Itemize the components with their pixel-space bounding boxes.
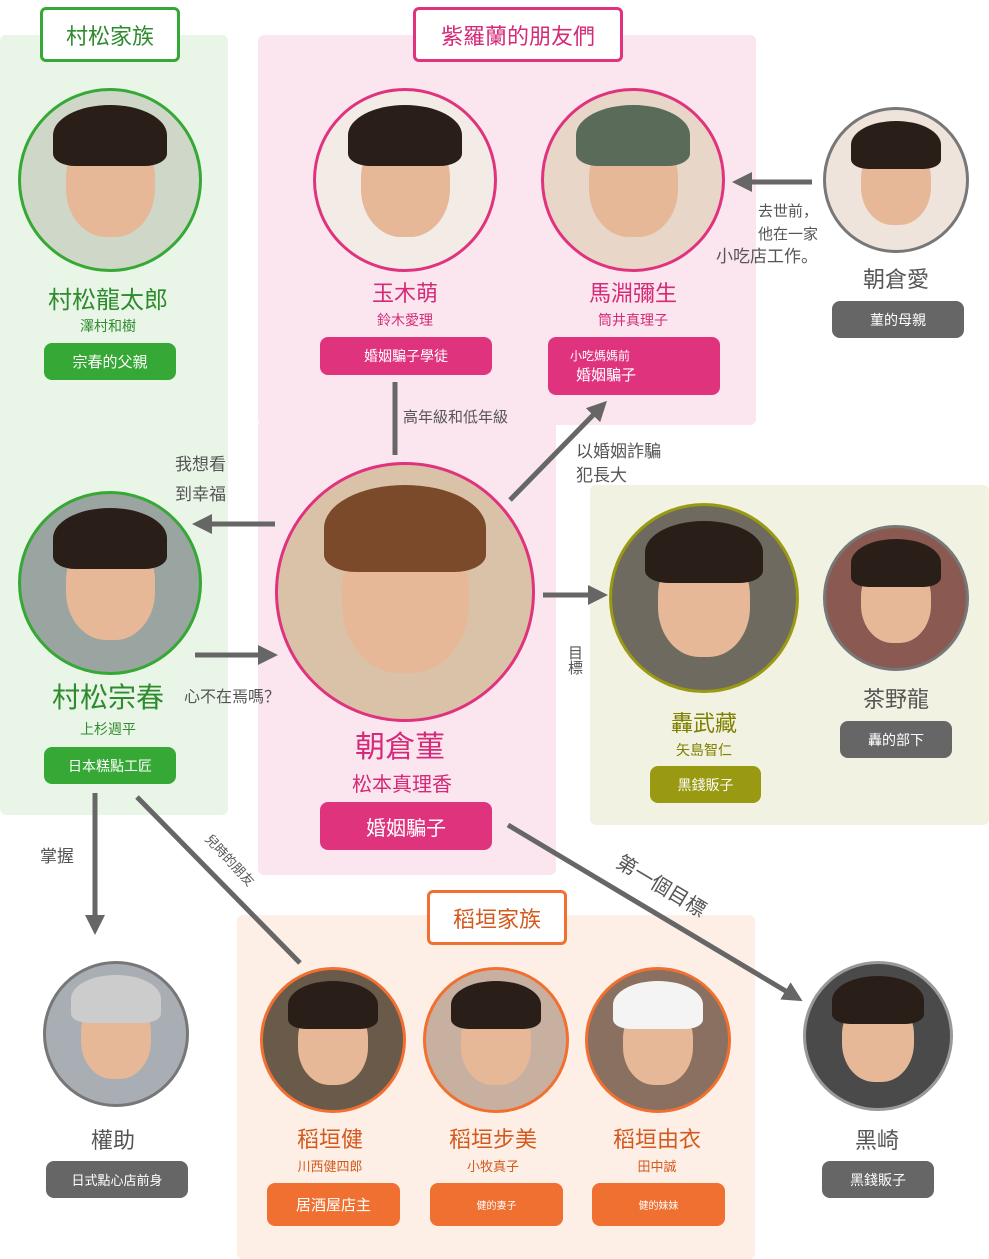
label-line: 到幸福 bbox=[175, 485, 226, 505]
label-muneharu-gonsuke: 掌握 bbox=[40, 847, 74, 867]
portrait-todoroki[interactable] bbox=[609, 503, 799, 693]
portrait-chano[interactable] bbox=[823, 525, 969, 671]
role-kurosaki: 黑錢販子 bbox=[822, 1161, 934, 1198]
actor-ayumi: 小牧真子 bbox=[466, 1160, 519, 1175]
portrait-ryutaro[interactable] bbox=[18, 88, 202, 272]
label-line: 我想看 bbox=[175, 455, 226, 475]
role-yui: 健的妹妹 bbox=[592, 1183, 725, 1226]
label-sumire-yayoi: 以婚姻詐騙 犯長大 bbox=[576, 440, 661, 488]
name-yui: 稻垣由衣 bbox=[612, 1128, 701, 1153]
actor-todoroki: 矢島智仁 bbox=[676, 743, 732, 759]
portrait-yayoi[interactable] bbox=[541, 88, 725, 272]
arrow-sumire-kurosaki bbox=[506, 822, 803, 1002]
name-gonsuke: 權助 bbox=[90, 1129, 135, 1154]
label-line: 他在一家 bbox=[757, 225, 818, 243]
role-ayumi: 健的妻子 bbox=[430, 1183, 563, 1226]
actor-moe: 鈴木愛理 bbox=[377, 313, 433, 329]
label-moe-sumire: 高年級和低年級 bbox=[403, 408, 509, 426]
label-line: 犯長大 bbox=[576, 466, 627, 486]
name-muneharu: 村松宗春 bbox=[51, 681, 164, 714]
name-ai: 朝倉愛 bbox=[862, 268, 929, 293]
label-ai-yayoi: 去世前， 他在一家 小吃店工作。 bbox=[716, 200, 818, 269]
name-ryutaro: 村松龍太郎 bbox=[48, 286, 168, 314]
arrow-sumire-yayoi bbox=[508, 400, 607, 502]
actor-yui: 田中誠 bbox=[637, 1160, 677, 1175]
actor-ken: 川西健四郎 bbox=[297, 1160, 363, 1175]
name-sumire: 朝倉菫 bbox=[355, 730, 445, 765]
actor-yayoi: 筒井真理子 bbox=[598, 313, 668, 329]
label-muneharu-sumire: 心不在焉嗎？ bbox=[184, 687, 281, 706]
portrait-ai[interactable] bbox=[823, 107, 969, 253]
role-moe: 婚姻騙子學徒 bbox=[320, 337, 492, 375]
name-yayoi: 馬淵彌生 bbox=[588, 282, 677, 307]
name-kurosaki: 黑崎 bbox=[854, 1129, 899, 1154]
group-tag-violet-friends: 紫羅蘭的朋友們 bbox=[413, 7, 623, 62]
name-ken: 稻垣健 bbox=[296, 1128, 363, 1153]
actor-ryutaro: 澤村和樹 bbox=[80, 319, 136, 335]
portrait-yui[interactable] bbox=[585, 967, 731, 1113]
label-line: 去世前， bbox=[757, 202, 818, 220]
label-sumire-muneharu: 我想看 到幸福 bbox=[175, 450, 226, 510]
role-ai: 菫的母親 bbox=[832, 301, 964, 338]
role-chano: 轟的部下 bbox=[840, 721, 952, 758]
role-ryutaro: 宗春的父親 bbox=[44, 343, 176, 380]
actor-sumire: 松本真理香 bbox=[352, 772, 452, 796]
group-tag-inagaki: 稻垣家族 bbox=[427, 890, 567, 945]
portrait-ayumi[interactable] bbox=[423, 967, 569, 1113]
role-muneharu: 日本糕點工匠 bbox=[44, 747, 176, 784]
portrait-gonsuke[interactable] bbox=[43, 961, 189, 1107]
portrait-sumire[interactable] bbox=[275, 462, 535, 722]
role-yayoi-line2: 婚姻騙子 bbox=[576, 366, 637, 384]
role-yayoi: 小吃媽媽前 婚姻騙子 bbox=[548, 337, 720, 395]
name-moe: 玉木萌 bbox=[371, 282, 438, 307]
label-line: 以婚姻詐騙 bbox=[576, 442, 661, 462]
role-yayoi-line1: 小吃媽媽前 bbox=[570, 349, 631, 363]
role-todoroki: 黑錢販子 bbox=[650, 766, 761, 803]
portrait-ken[interactable] bbox=[260, 967, 406, 1113]
label-sumire-todoroki: 目標 bbox=[566, 645, 584, 675]
portrait-kurosaki[interactable] bbox=[803, 961, 953, 1111]
label-line: 小吃店工作。 bbox=[716, 247, 818, 267]
actor-muneharu: 上杉週平 bbox=[80, 722, 136, 738]
group-tag-muramatsu: 村松家族 bbox=[40, 7, 180, 62]
name-chano: 茶野龍 bbox=[862, 688, 929, 713]
role-gonsuke: 日式點心店前身 bbox=[46, 1161, 188, 1198]
line-muneharu-ken bbox=[135, 795, 302, 965]
name-todoroki: 轟武藏 bbox=[670, 712, 737, 737]
role-sumire: 婚姻騙子 bbox=[320, 802, 492, 850]
portrait-muneharu[interactable] bbox=[18, 491, 202, 675]
role-ken: 居酒屋店主 bbox=[267, 1183, 400, 1226]
name-ayumi: 稻垣步美 bbox=[448, 1128, 537, 1153]
portrait-moe[interactable] bbox=[313, 88, 497, 272]
